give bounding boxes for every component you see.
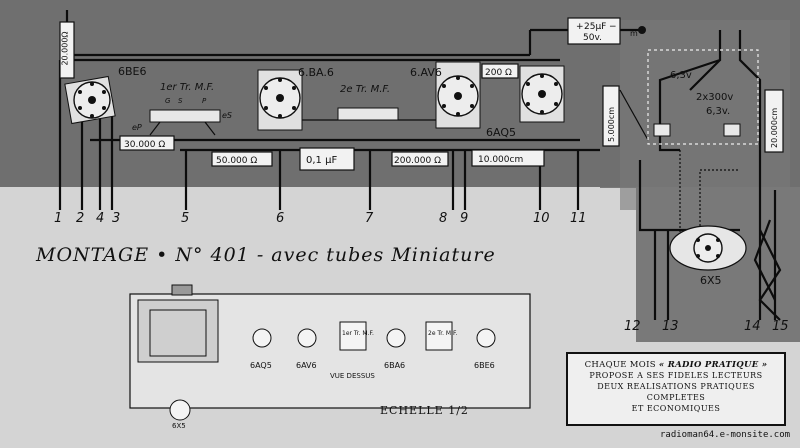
capacitor-5000cm-label: 5.000cm (607, 107, 616, 142)
capacitor-minus: − (609, 22, 617, 32)
terminal-2: 2 (76, 211, 84, 226)
terminal-15: 15 (772, 319, 789, 334)
terminal-9: 9 (460, 211, 468, 226)
mf1-es: eS (222, 111, 232, 120)
credit-watermark: radioman64.e-monsite.com (660, 430, 791, 440)
terminal-numbers: 1 2 4 3 5 6 7 8 9 10 11 12 13 14 15 (54, 211, 789, 334)
capacitor-plus: + (576, 22, 584, 32)
capacitor-20000cm-label: 20.000cm (770, 108, 779, 148)
tube-label-6x5: 6X5 (700, 274, 722, 287)
resistor-200-label: 200 Ω (485, 68, 512, 78)
resistor-50000-label: 50.000 Ω (216, 156, 257, 166)
top-view-mf2: 2e Tr. M.F. (428, 330, 458, 337)
top-view-caption: VUE DESSUS (330, 372, 375, 380)
terminal-10: 10 (533, 211, 550, 226)
terminal-4: 4 (96, 211, 104, 226)
info-line1: CHAQUE MOIS « RADIO PRATIQUE » (568, 360, 784, 370)
tube-label-6be6: 6BE6 (118, 65, 147, 78)
terminal-13: 13 (662, 319, 679, 334)
tube-socket-6be6 (64, 75, 116, 125)
capacitor-20000cm (764, 89, 784, 153)
terminal-3: 3 (112, 211, 120, 226)
info-line1-prefix: CHAQUE MOIS (584, 360, 656, 370)
resistor-200000 (391, 151, 449, 167)
tube-socket-6x5 (669, 225, 747, 271)
terminal-14: 14 (744, 319, 761, 334)
mf1-transformer (149, 109, 221, 136)
top-view-label-6x5: 6X5 (172, 422, 186, 430)
tube-label-6aq5: 6AQ5 (486, 126, 516, 139)
top-view-label-6ba6: 6BA6 (384, 361, 405, 370)
top-view-mf1: 1er Tr. M.F. (342, 330, 374, 337)
mass-label: m (630, 29, 638, 38)
resistor-50000 (211, 151, 273, 167)
mf2-label: 2e Tr. M.F. (340, 84, 390, 95)
terminal-5: 5 (181, 211, 189, 226)
mf2-transformer (337, 107, 399, 121)
info-line4: ET ECONOMIQUES (631, 404, 721, 413)
terminal-11: 11 (570, 211, 587, 226)
mf1-p: P (202, 97, 207, 105)
tube-socket-6ba6 (257, 69, 303, 131)
transformer-label-2x300: 2x300v (696, 92, 733, 103)
transformer-label-63v-b: 6,3v. (706, 106, 730, 117)
transformer-label-63v-a: 6,3v (670, 70, 692, 81)
terminal-12: 12 (624, 319, 641, 334)
capacitor-25uf (567, 17, 621, 45)
capacitor-10000cm-label: 10.000cm (478, 155, 523, 165)
terminal-7: 7 (365, 211, 374, 226)
capacitor-value: 25µF (584, 22, 606, 32)
terminal-1: 1 (54, 211, 62, 226)
capacitor-10000cm (471, 149, 545, 167)
chassis-top-view (129, 284, 531, 421)
mf1-label: 1er Tr. M.F. (160, 82, 214, 93)
mf1-s: S (178, 97, 183, 105)
capacitor-01uf-label: 0,1 µF (306, 155, 337, 166)
tube-socket-6aq5 (519, 65, 565, 123)
terminal-6: 6 (276, 211, 284, 226)
resistor-200 (481, 63, 519, 79)
mf1-ep: eP (132, 123, 142, 132)
top-view-label-6av6: 6AV6 (296, 361, 317, 370)
top-view-label-6be6: 6BE6 (474, 361, 495, 370)
mf1-g: G (165, 97, 171, 105)
capacitor-01uf (299, 147, 355, 171)
tube-label-6av6: 6.AV6 (410, 66, 442, 79)
capacitor-voltage: 50v. (583, 33, 602, 43)
info-line2: PROPOSE A SES FIDELES LECTEURS (589, 371, 763, 380)
resistor-200000-label: 200.000 Ω (394, 156, 441, 166)
scale-label: ECHELLE 1/2 (380, 404, 469, 417)
terminal-8: 8 (439, 211, 447, 226)
tube-label-6ba6: 6.BA.6 (298, 66, 334, 79)
diagram-title: MONTAGE • N° 401 - avec tubes Miniature (36, 244, 496, 266)
power-transformer (647, 49, 759, 145)
resistor-30000 (119, 135, 175, 151)
info-line1-name: « RADIO PRATIQUE » (658, 360, 768, 370)
info-box: CHAQUE MOIS « RADIO PRATIQUE » PROPOSE A… (566, 352, 786, 426)
resistor-20000-label: 20.000Ω (60, 31, 70, 66)
resistor-30000-label: 30.000 Ω (124, 140, 165, 150)
info-line3: DEUX REALISATIONS PRATIQUES COMPLETES (597, 382, 755, 402)
top-view-label-6aq5: 6AQ5 (250, 361, 272, 370)
tube-socket-6av6 (435, 61, 481, 129)
capacitor-5000cm (602, 85, 620, 147)
